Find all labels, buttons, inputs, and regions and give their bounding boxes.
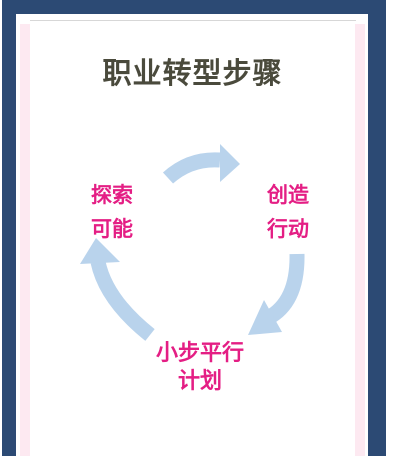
pink-strip-right xyxy=(355,24,365,456)
pink-strip-left xyxy=(20,24,30,456)
step-plan-line2: 计划 xyxy=(177,369,222,394)
step-create-label: 创造 行动 xyxy=(246,178,330,246)
curved-arrow-icon xyxy=(162,144,240,184)
step-plan-label: 小步平行 计划 xyxy=(130,340,270,396)
step-explore-line1: 探索 xyxy=(91,183,133,207)
step-explore-line2: 可能 xyxy=(91,217,133,241)
diagram-title: 职业转型步骤 xyxy=(102,56,283,90)
frame-panel xyxy=(16,14,368,456)
step-plan-line1: 小步平行 xyxy=(155,341,244,366)
step-create-line2: 行动 xyxy=(267,217,309,241)
frame-top-line xyxy=(30,20,356,21)
curved-arrow-icon xyxy=(80,238,155,341)
curved-arrow-icon xyxy=(248,253,305,335)
step-explore-label: 探索 可能 xyxy=(70,178,154,246)
step-create-line1: 创造 xyxy=(267,183,309,207)
